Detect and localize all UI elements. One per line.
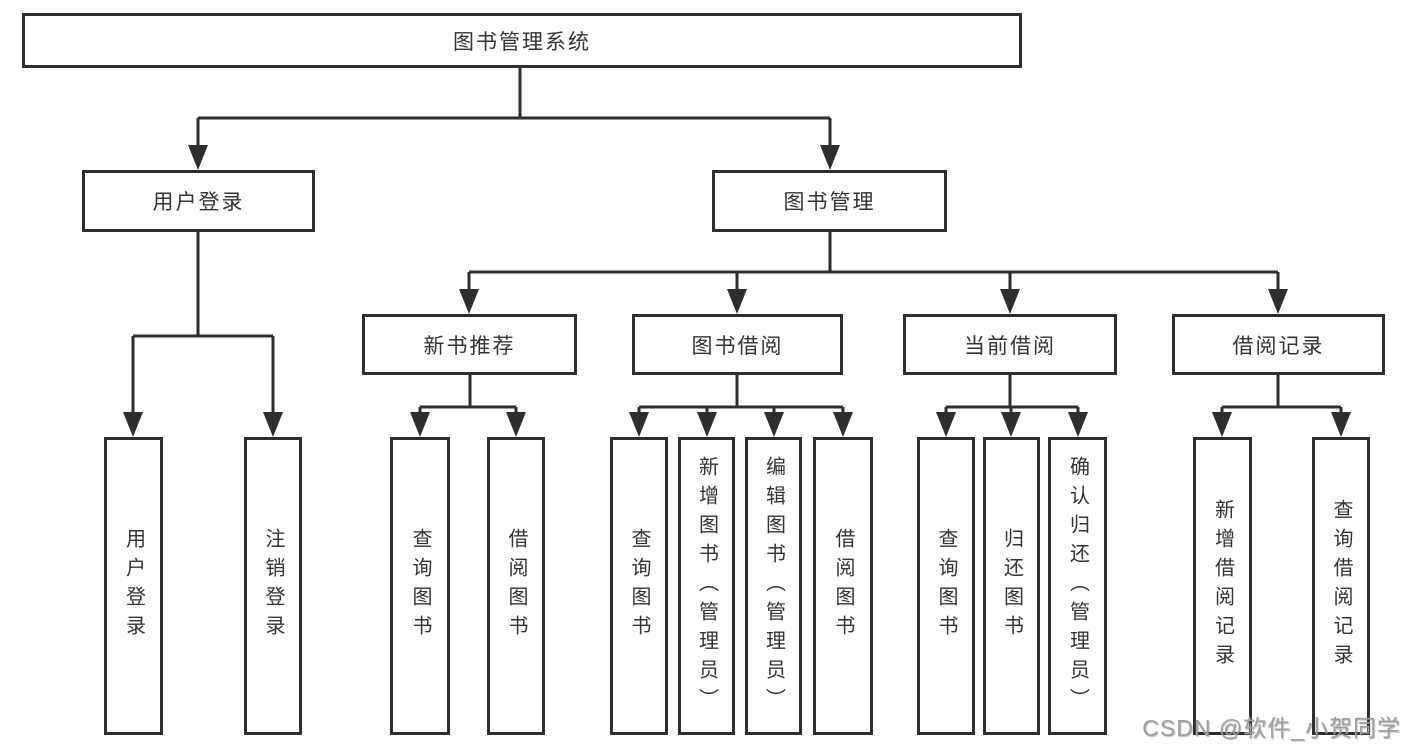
node-leaf-query-book: 查询图书 xyxy=(390,437,450,735)
node-label: 查询图书 xyxy=(935,528,957,644)
node-label: 借阅图书 xyxy=(505,528,527,644)
node-new-book-recommend: 新书推荐 xyxy=(362,314,577,375)
watermark: CSDN @软件_小贺同学 xyxy=(1142,715,1401,741)
node-book-management: 图书管理 xyxy=(712,170,947,232)
node-leaf-query-borrow-record: 查询借阅记录 xyxy=(1312,437,1370,735)
node-label: 确认归还（管理员） xyxy=(1066,455,1089,717)
arrowheads xyxy=(123,145,1351,437)
node-leaf-query-book: 查询图书 xyxy=(917,437,975,735)
node-label: 用户登录 xyxy=(152,191,245,214)
node-leaf-add-borrow-record: 新增借阅记录 xyxy=(1193,437,1252,735)
node-label: 图书管理 xyxy=(783,191,876,214)
node-library-system: 图书管理系统 xyxy=(22,13,1022,68)
node-leaf-user-login: 用户登录 xyxy=(104,437,163,735)
node-label: 新书推荐 xyxy=(423,334,516,358)
node-leaf-query-book: 查询图书 xyxy=(610,437,668,735)
node-leaf-add-book-admin: 新增图书（管理员） xyxy=(678,437,735,735)
node-label: 查询图书 xyxy=(409,528,431,644)
node-label: 新增图书（管理员） xyxy=(695,455,718,717)
node-leaf-return-book: 归还图书 xyxy=(983,437,1040,735)
node-label: 查询借阅记录 xyxy=(1330,499,1352,673)
node-leaf-edit-book-admin: 编辑图书（管理员） xyxy=(745,437,802,735)
node-label: 注销登录 xyxy=(262,528,284,644)
node-label: 借阅记录 xyxy=(1232,334,1325,358)
node-leaf-borrow-book: 借阅图书 xyxy=(813,437,873,735)
node-leaf-logout: 注销登录 xyxy=(244,437,302,735)
node-label: 归还图书 xyxy=(1000,528,1023,644)
node-label: 编辑图书（管理员） xyxy=(762,455,785,717)
node-user-login: 用户登录 xyxy=(82,170,315,232)
node-label: 图书借阅 xyxy=(691,334,784,358)
node-label: 图书管理系统 xyxy=(453,30,591,54)
node-leaf-confirm-return-admin: 确认归还（管理员） xyxy=(1048,437,1107,735)
node-label: 新增借阅记录 xyxy=(1211,499,1234,673)
node-label: 用户登录 xyxy=(122,528,145,644)
node-label: 借阅图书 xyxy=(832,528,854,644)
node-leaf-borrow-book: 借阅图书 xyxy=(487,437,545,735)
node-label: 查询图书 xyxy=(628,528,650,644)
node-current-borrowing: 当前借阅 xyxy=(903,314,1117,375)
node-label: 当前借阅 xyxy=(964,334,1056,358)
node-borrow-records: 借阅记录 xyxy=(1172,314,1385,375)
node-book-borrowing: 图书借阅 xyxy=(632,314,843,375)
